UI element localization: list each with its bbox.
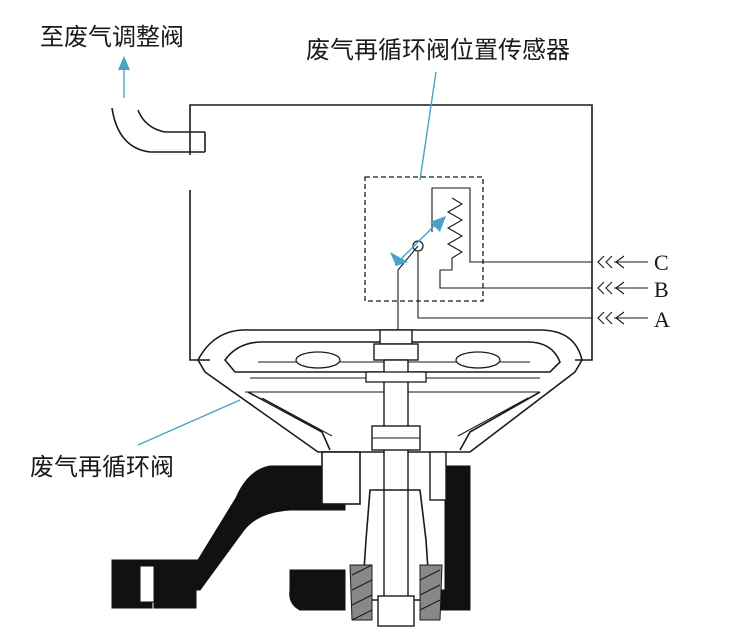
label-pin-a: A bbox=[654, 307, 670, 332]
label-position-sensor: 废气再循环阀位置传感器 bbox=[306, 36, 570, 64]
seat-block-right bbox=[429, 451, 447, 501]
valve-seat-hatch bbox=[349, 564, 443, 621]
wire-a bbox=[417, 252, 592, 319]
vacuum-hose-inner bbox=[137, 109, 205, 133]
lower-cone bbox=[247, 391, 541, 451]
sensor-dashed-box bbox=[364, 176, 484, 302]
vacuum-hose bbox=[111, 107, 205, 153]
terminal-c bbox=[597, 255, 648, 269]
stem-nut-2 bbox=[373, 343, 419, 361]
lower-cone-inner bbox=[261, 397, 529, 437]
stem-top-nut bbox=[379, 329, 413, 345]
label-egr-valve: 废气再循环阀 bbox=[30, 453, 174, 481]
manifold-body bbox=[149, 465, 346, 591]
manifold-lower bbox=[289, 569, 346, 611]
wire-b bbox=[439, 258, 592, 289]
label-pin-b: B bbox=[654, 277, 669, 302]
resistor-zigzag bbox=[446, 197, 464, 259]
wiper-arrow-head-2 bbox=[430, 216, 446, 232]
diaphragm-outer bbox=[197, 329, 583, 453]
egr-leader bbox=[137, 399, 241, 446]
stem-collar bbox=[365, 371, 427, 383]
flow-arrow-head bbox=[118, 56, 130, 70]
valve-stem bbox=[383, 359, 409, 601]
label-to-waste-gate: 至废气调整阀 bbox=[40, 23, 184, 51]
spring-left bbox=[295, 351, 341, 369]
hatch-lines bbox=[351, 564, 441, 621]
label-pin-c: C bbox=[654, 250, 669, 275]
housing-outline bbox=[189, 104, 593, 361]
resistor-bracket bbox=[431, 187, 471, 232]
seat-block-left bbox=[321, 451, 361, 505]
terminal-a bbox=[597, 311, 648, 325]
flange-block bbox=[153, 559, 197, 609]
wire-c bbox=[469, 230, 592, 263]
wiper-arm bbox=[397, 245, 419, 271]
flange-white bbox=[139, 565, 155, 603]
sensor-leader bbox=[419, 71, 437, 181]
valve-head bbox=[377, 595, 415, 627]
terminal-b bbox=[597, 281, 648, 295]
spring-right bbox=[455, 351, 501, 369]
wiper-arrow-head-1 bbox=[390, 252, 408, 266]
diaphragm-inner bbox=[223, 341, 561, 373]
